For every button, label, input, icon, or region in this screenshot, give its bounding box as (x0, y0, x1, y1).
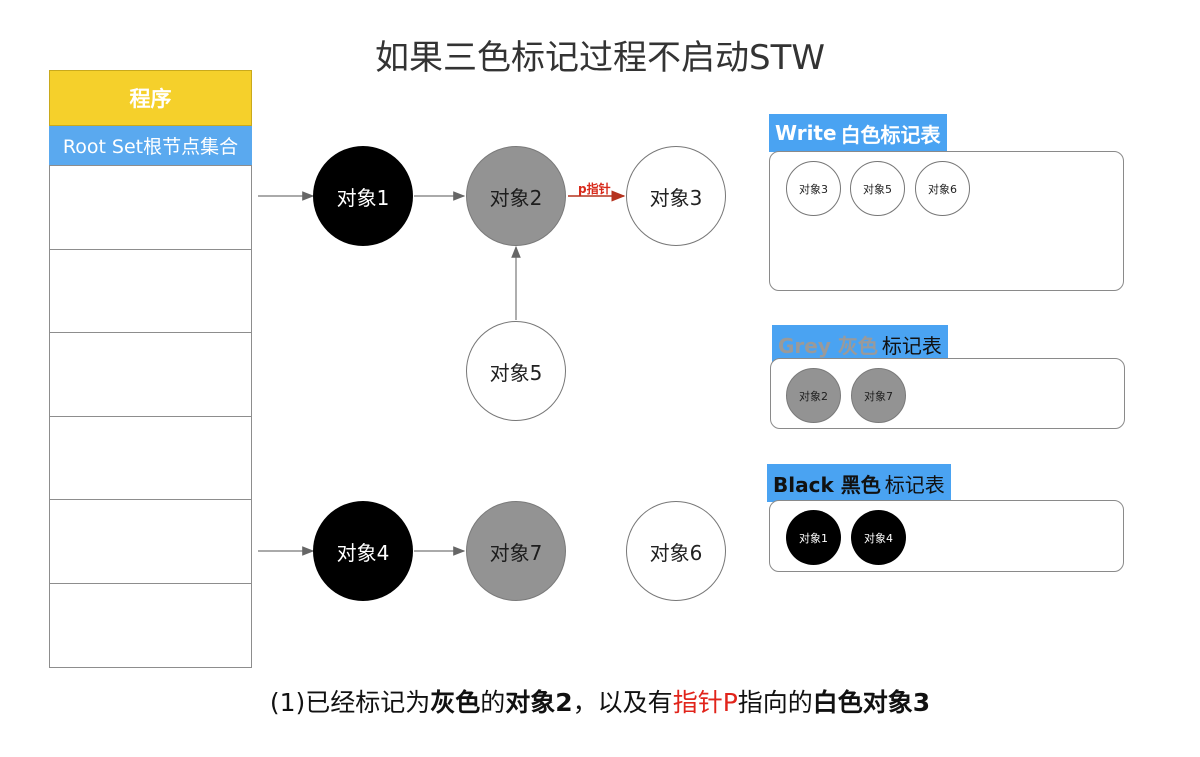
caption-part: 的 (480, 688, 506, 717)
grey-table-tab: Grey 灰色 标记表 (772, 325, 948, 363)
white-mark-table: 对象3 对象5 对象6 (769, 151, 1124, 291)
caption-part: 灰色 (430, 688, 481, 717)
white-item: 对象6 (915, 161, 970, 216)
program-header: 程序 (49, 70, 252, 126)
grey-mark-table: 对象2 对象7 (770, 358, 1125, 429)
object-2: 对象2 (466, 146, 566, 246)
object-3: 对象3 (626, 146, 726, 246)
black-item: 对象4 (851, 510, 906, 565)
white-table-title: 白色标记表 (840, 122, 941, 147)
caption-part: 指针P (672, 688, 738, 717)
root-set-stack (49, 165, 252, 668)
stack-cell (50, 166, 251, 250)
black-item: 对象1 (786, 510, 841, 565)
caption: (1)已经标记为灰色的对象2，以及有指针P指向的白色对象3 (0, 683, 1200, 719)
black-table-tag: Black 黑色 (773, 472, 881, 497)
caption-part: (1)已经标记为 (269, 688, 431, 717)
white-item: 对象3 (786, 161, 841, 216)
grey-table-title: 标记表 (881, 333, 942, 358)
white-item: 对象5 (850, 161, 905, 216)
black-table-title: 标记表 (884, 472, 945, 497)
stack-cell (50, 500, 251, 584)
white-table-tab: Write 白色标记表 (769, 114, 947, 152)
object-4: 对象4 (313, 501, 413, 601)
caption-part: 对象2 (505, 688, 573, 717)
black-mark-table: 对象1 对象4 (769, 500, 1124, 572)
root-set-label: Root Set根节点集合 (49, 126, 252, 165)
object-1: 对象1 (313, 146, 413, 246)
black-table-tab: Black 黑色 标记表 (767, 464, 951, 502)
white-table-tag: Write (775, 121, 837, 145)
object-5: 对象5 (466, 321, 566, 421)
grey-table-tag: Grey 灰色 (778, 333, 878, 358)
stack-cell (50, 250, 251, 333)
caption-part: ，以及有 (572, 688, 673, 717)
stack-cell (50, 417, 251, 500)
stack-cell (50, 333, 251, 417)
caption-part: 白色对象3 (812, 688, 931, 717)
pointer-label: p指针 (578, 182, 611, 196)
page-title: 如果三色标记过程不启动STW (375, 38, 825, 78)
grey-item: 对象7 (851, 368, 906, 423)
object-6: 对象6 (626, 501, 726, 601)
object-7: 对象7 (466, 501, 566, 601)
grey-item: 对象2 (786, 368, 841, 423)
caption-part: 指向的 (737, 688, 813, 717)
